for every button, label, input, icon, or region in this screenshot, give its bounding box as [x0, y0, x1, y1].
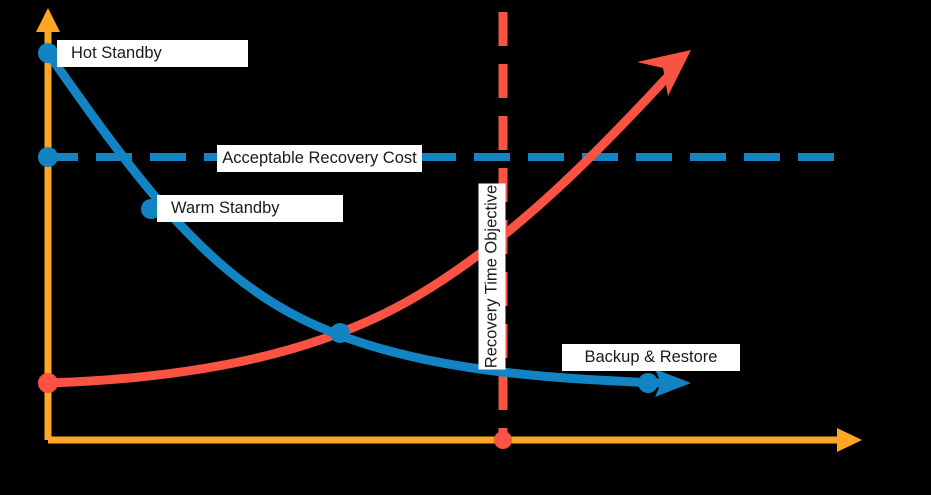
data-point-rto-axis[interactable] [494, 431, 512, 449]
data-point-pilot-light[interactable] [330, 323, 350, 343]
cost-of-downtime-curve [43, 67, 677, 388]
label-acceptable-recovery-cost: Acceptable Recovery Cost [217, 145, 422, 172]
axes-group [36, 8, 862, 452]
data-point-blue-cost-crossing[interactable] [38, 147, 58, 167]
cost-of-recovery-arrowhead [655, 369, 691, 397]
label-backup-restore: Backup & Restore [562, 344, 740, 371]
label-hot-standby: Hot Standby [57, 40, 248, 67]
data-point-downtime-start[interactable] [38, 373, 58, 393]
y-axis-arrowhead [36, 8, 60, 32]
cost-of-recovery-curve [43, 48, 665, 388]
x-axis-arrowhead [837, 428, 862, 452]
data-point-backup-restore[interactable] [638, 373, 658, 393]
cost-of-downtime-arrowhead [637, 50, 691, 96]
data-point-hot-standby[interactable] [38, 43, 58, 63]
data-point-warm-standby[interactable] [141, 199, 161, 219]
label-warm-standby: Warm Standby [157, 195, 343, 222]
label-recovery-time-objective: Recovery Time Objective [478, 183, 506, 370]
